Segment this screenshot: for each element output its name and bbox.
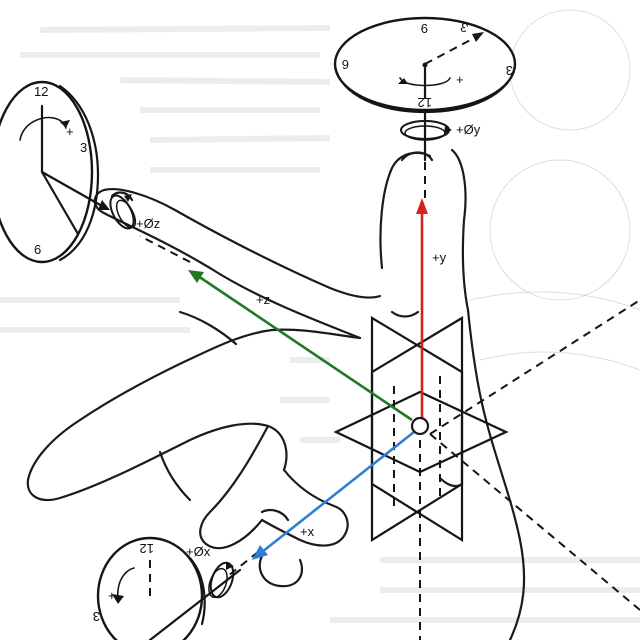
clock-bottom: 12 3 + [93,536,242,640]
clock-top-9: 9 [421,21,428,36]
rotation-x-label: +Øx [186,544,211,559]
z-axis-arrow [197,274,413,422]
clock-top-hand-arrow [472,32,484,42]
clock-top-6: 6 [342,57,349,72]
origin-marker [410,416,430,436]
z-axis-label: +z [256,292,270,307]
x-axis-negative [429,433,640,611]
rotation-x-indicator: +Øx [186,544,235,599]
clock-bottom-3: 3 [93,609,100,624]
clock-top-plus: + [456,72,464,87]
clock-left-12: 12 [34,84,48,99]
x-arrowhead [252,545,268,560]
axis-extensions [139,148,640,640]
clock-left-plus: + [66,124,74,139]
rotation-z-label: +Øz [136,216,160,231]
rotation-z-indicator: +Øz [109,194,160,231]
clock-top: 9 6 3 12 3 + [333,16,517,114]
x-axis-label: +x [300,524,315,539]
background-bleed [0,9,640,623]
x-axis-arrow [261,430,415,554]
clock-bottom-12: 12 [140,541,154,556]
clock-top-3: 3 [506,63,513,78]
y-arrowhead [416,198,428,214]
rotation-y-label: +Øy [456,122,481,137]
clock-top-hand-label: 3 [458,19,470,36]
clock-left-6: 6 [34,242,41,257]
z-axis-dashed [139,235,191,263]
clock-top-12: 12 [418,95,432,110]
rotation-y-indicator: +Øy [400,110,481,162]
clock-bottom-plus: + [108,588,116,603]
hand-outline [26,148,526,640]
clock-left: 12 3 6 + [0,80,110,264]
positive-axes [188,198,428,560]
plane-back [370,316,464,542]
clock-left-3: 3 [80,140,87,155]
y-axis-label: +y [432,250,447,265]
z-arrowhead [188,270,204,283]
